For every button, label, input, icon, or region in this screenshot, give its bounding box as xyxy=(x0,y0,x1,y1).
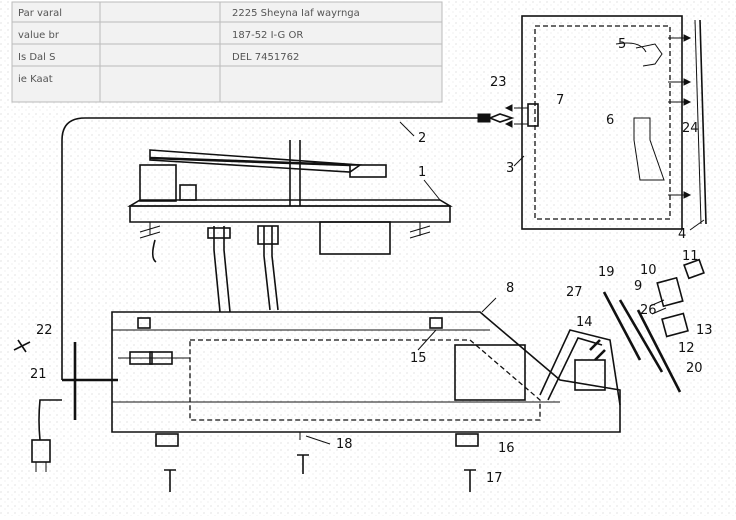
label-11: 11 xyxy=(682,249,699,264)
label-6: 6 xyxy=(606,113,614,128)
label-7: 7 xyxy=(556,93,564,108)
front-panel-3 xyxy=(504,15,707,230)
label-5: 5 xyxy=(618,37,626,52)
stamp-row-3-left: Is Dal S xyxy=(18,52,55,63)
label-18: 18 xyxy=(336,437,353,452)
label-2: 2 xyxy=(418,131,426,146)
stamp-row-2-right: 187-52 I-G OR xyxy=(232,30,303,41)
label-10: 10 xyxy=(640,263,657,278)
label-17: 17 xyxy=(486,471,503,486)
label-4: 4 xyxy=(678,227,686,242)
label-8: 8 xyxy=(506,281,514,296)
faded-stamp: Par varal 2225 Sheyna Iaf wayrnga value … xyxy=(11,1,443,103)
power-cord-21 xyxy=(31,342,118,472)
label-1: 1 xyxy=(418,165,426,180)
stamp-row-1-left: Par varal xyxy=(18,8,62,19)
labels: 1 2 3 4 5 6 7 8 9 10 11 12 13 14 15 16 1… xyxy=(30,37,713,486)
label-12: 12 xyxy=(678,341,695,356)
turntable-assembly-1 xyxy=(127,140,453,313)
label-21: 21 xyxy=(30,367,47,382)
label-20: 20 xyxy=(686,361,703,376)
label-22: 22 xyxy=(36,323,53,338)
label-15: 15 xyxy=(410,351,427,366)
clip-22 xyxy=(13,339,31,353)
label-13: 13 xyxy=(696,323,713,338)
label-23: 23 xyxy=(490,75,507,90)
label-26: 26 xyxy=(640,303,657,318)
stamp-row-3-right: DEL 7451762 xyxy=(232,52,299,63)
base-housing-8 xyxy=(111,311,621,447)
exploded-right-parts xyxy=(602,258,705,393)
stamp-row-4-left: ie Kaat xyxy=(18,74,53,85)
label-3: 3 xyxy=(506,161,514,176)
label-14: 14 xyxy=(576,315,593,330)
label-16: 16 xyxy=(498,441,515,456)
cable-2 xyxy=(61,113,515,380)
screws xyxy=(164,454,476,492)
label-9: 9 xyxy=(634,279,642,294)
label-24: 24 xyxy=(682,121,699,136)
stamp-row-1-right: 2225 Sheyna Iaf wayrnga xyxy=(232,8,360,19)
stamp-row-2-left: value br xyxy=(18,30,60,41)
label-27: 27 xyxy=(566,285,583,300)
label-19: 19 xyxy=(598,265,615,280)
